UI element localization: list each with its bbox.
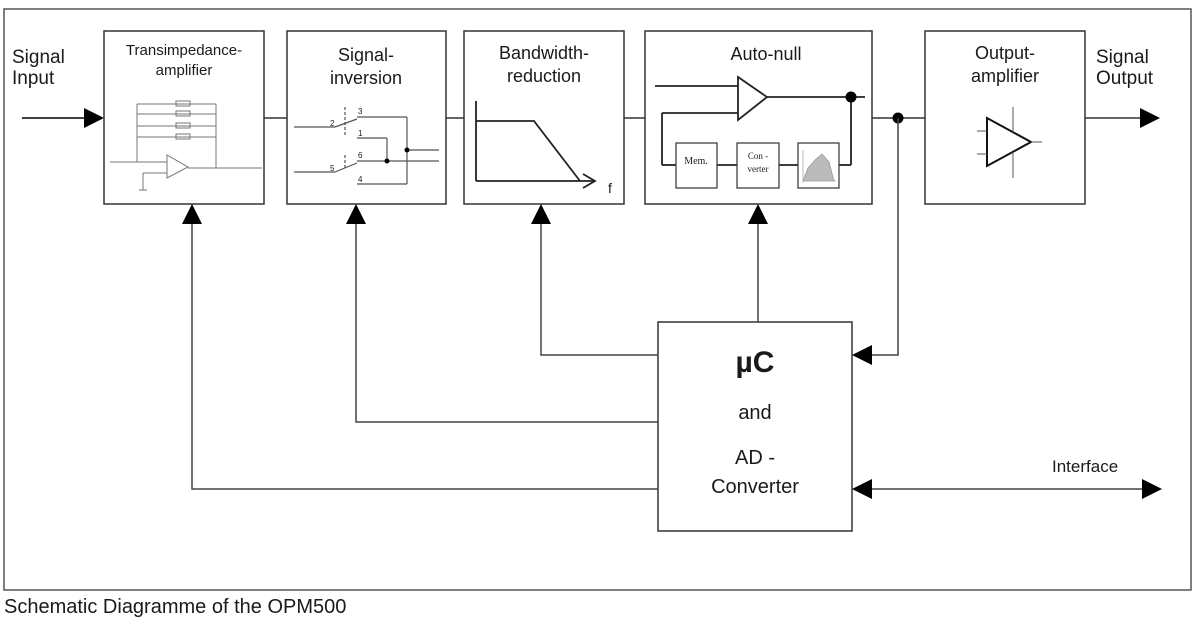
mem-label: Mem. [684, 156, 708, 167]
arrow-up-icon [531, 204, 551, 224]
junction-dot [845, 91, 857, 103]
interface-label: Interface [1052, 457, 1118, 476]
bandwidth-title-2: reduction [507, 66, 581, 86]
signal-output-label-2: Output [1096, 68, 1154, 89]
control-line-inversion [355, 224, 658, 423]
controller-line-4: Converter [711, 476, 799, 498]
arrow-left-icon [852, 479, 872, 499]
arrow-up-icon [346, 204, 366, 224]
junction-dot [384, 158, 390, 164]
inversion-title-1: Signal- [338, 45, 394, 65]
converter-label-1: Con - [748, 151, 768, 161]
arrow-up-icon [748, 204, 768, 224]
outer-frame [3, 8, 1192, 591]
signal-input-arrow [22, 108, 104, 128]
mem-box [675, 142, 718, 189]
distribution-curve-icon [802, 150, 836, 183]
switch-circuit-icon [294, 107, 439, 185]
bandwidth-reduction-block: Bandwidth- reduction f [463, 30, 625, 205]
inversion-title-2: inversion [330, 68, 402, 88]
controller-line-2: and [738, 402, 771, 424]
output-amplifier-block: Output- amplifier [924, 30, 1086, 205]
controller-line-3: AD - [735, 447, 775, 469]
signal-output-arrow [1085, 108, 1160, 128]
transimpedance-title-2: amplifier [156, 62, 213, 79]
transimpedance-amplifier-block: Transimpedance- amplifier [103, 30, 265, 205]
pin-label: 2 [330, 119, 335, 128]
arrow-right-icon [1142, 479, 1162, 499]
pin-label: 6 [358, 151, 363, 160]
arrow-up-icon [182, 204, 202, 224]
pin-label: 5 [330, 164, 335, 173]
output-amp-title-1: Output- [975, 43, 1035, 63]
auto-null-block: Auto-null Mem. Con - verter [644, 30, 873, 205]
converter-box [736, 142, 780, 189]
control-line-bandwidth [540, 224, 658, 356]
bandwidth-title-1: Bandwidth- [499, 43, 589, 63]
output-amp-title-2: amplifier [971, 66, 1039, 86]
opamp-icon [977, 107, 1042, 178]
signal-input-label-2: Input [12, 68, 55, 89]
pin-label: 1 [358, 129, 363, 138]
signal-input-label-1: Signal [12, 47, 65, 68]
arrow-left-icon [852, 345, 872, 365]
junction-dot [404, 147, 410, 153]
control-lines [191, 118, 1142, 490]
auto-null-title: Auto-null [730, 44, 801, 64]
transimpedance-title-1: Transimpedance- [126, 42, 242, 59]
feedback-line-output [872, 118, 899, 356]
frequency-axis-label: f [608, 180, 612, 196]
signal-output-label-1: Signal [1096, 47, 1149, 68]
converter-label-2: verter [748, 164, 769, 174]
pin-label: 4 [358, 175, 363, 184]
controller-title: µC [736, 346, 775, 379]
pin-label: 3 [358, 107, 363, 116]
control-line-transimpedance [191, 224, 658, 490]
microcontroller-block: µC and AD - Converter [657, 321, 853, 532]
signal-inversion-block: Signal- inversion 2 3 1 5 6 4 [286, 30, 447, 205]
lowpass-response-icon [475, 101, 597, 189]
transimpedance-circuit-icon [110, 100, 262, 191]
figure-caption: Schematic Diagramme of the OPM500 [4, 596, 347, 618]
